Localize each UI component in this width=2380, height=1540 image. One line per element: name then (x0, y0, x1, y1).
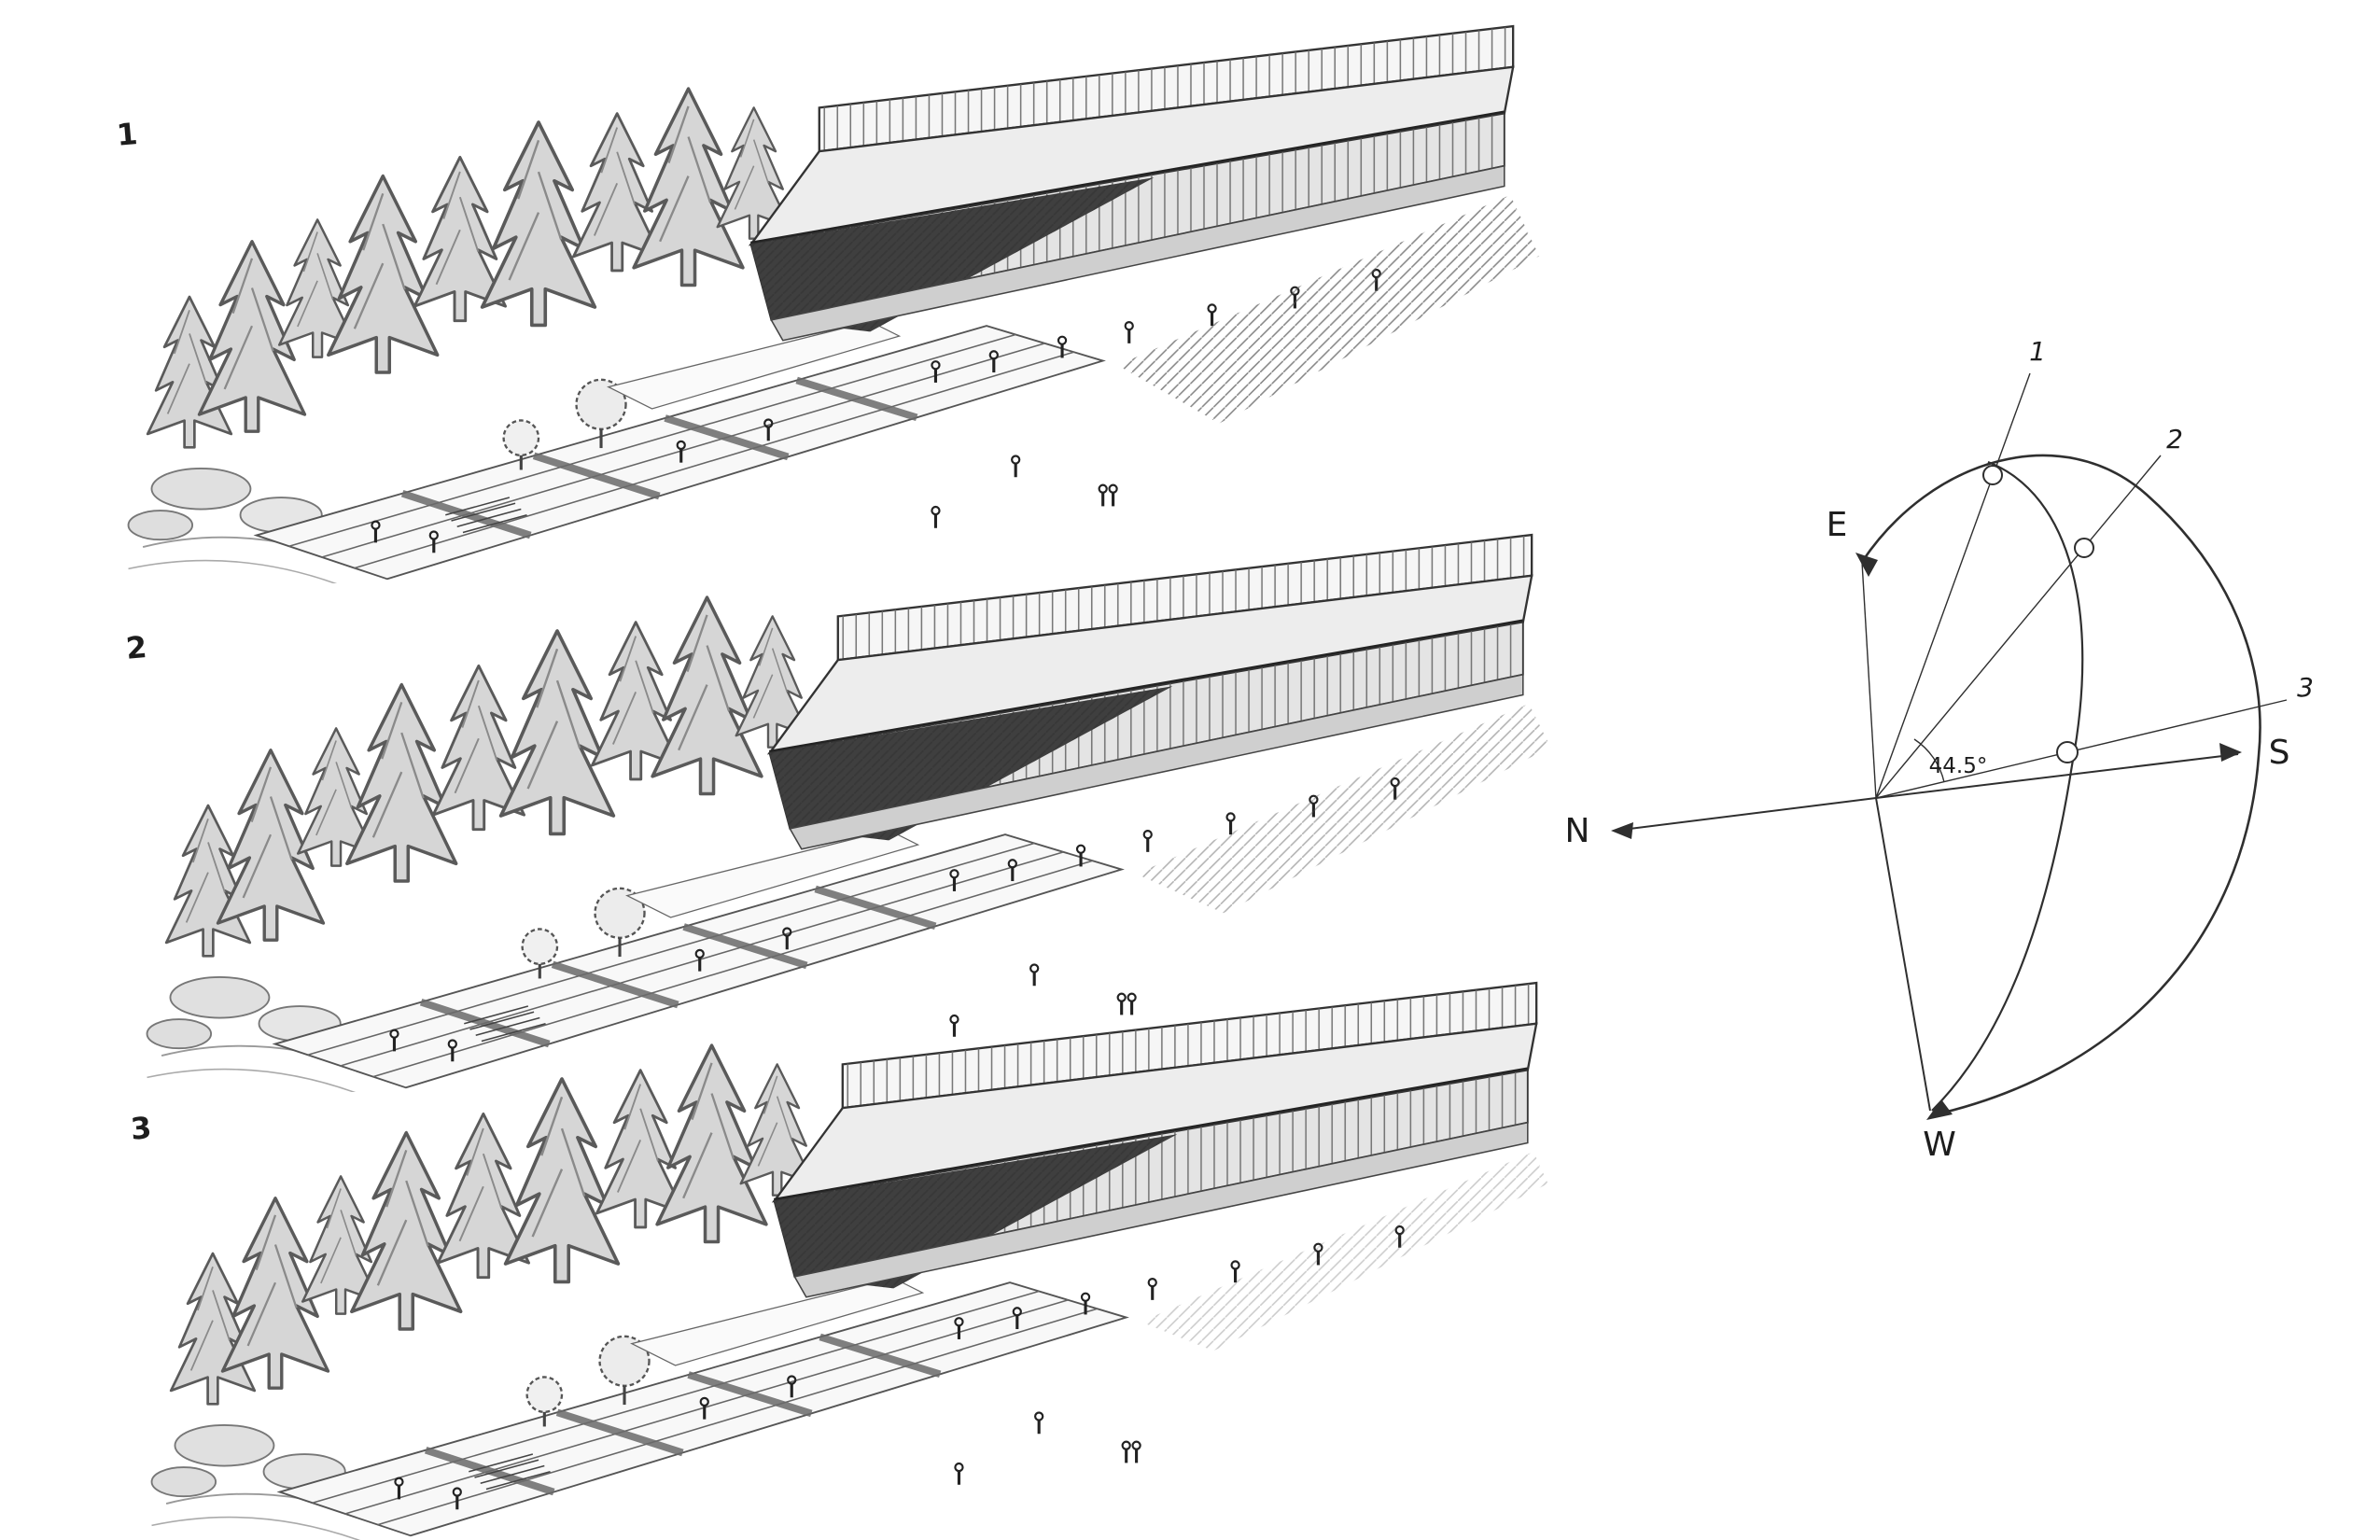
compass-south-label: S (2269, 734, 2290, 772)
sun-position-label-1: 1 (2029, 336, 2046, 367)
building-sketch-3 (107, 980, 1548, 1540)
sketch-panel-2: 2 (103, 532, 1559, 1092)
sun-line-2 (1875, 455, 2162, 799)
south-arrowhead (2219, 743, 2242, 762)
angle-arc (1913, 738, 1945, 783)
compass-east-label: E (1827, 506, 1848, 544)
sketch-panel-1: 1 (84, 23, 1540, 583)
sketch-number-label: 1 (115, 116, 139, 153)
north-line (1614, 797, 1877, 832)
west-arrowhead (1926, 1099, 1953, 1120)
south-line (1875, 753, 2239, 799)
outer-sun-arc (1860, 454, 2261, 1117)
sun-position-marker-2 (2074, 538, 2094, 558)
sun-path-svg: 44.5° N E S W 1 2 3 (1565, 336, 2314, 1164)
north-arrowhead (1611, 822, 1633, 839)
sun-path-diagram: 44.5° N E S W 1 2 3 (1540, 308, 2343, 1195)
building-sketch-2 (103, 532, 1551, 1092)
building-sketch-1 (84, 23, 1540, 583)
inner-sun-arc (1931, 460, 2084, 1112)
east-arrowhead (1855, 553, 1878, 577)
cast-shadow-1 (1117, 194, 1540, 424)
sketch-panel-3: 3 (107, 980, 1563, 1540)
angle-value-label: 44.5° (1929, 754, 1988, 778)
sketch-number-label: 2 (124, 629, 148, 666)
compass-north-label: N (1565, 812, 1590, 850)
sketch-number-label: 3 (129, 1110, 153, 1147)
east-line (1861, 561, 1877, 799)
sun-position-label-2: 2 (2166, 424, 2183, 455)
west-line (1875, 797, 1931, 1112)
sun-position-marker-3 (2056, 741, 2079, 763)
sun-position-marker-1 (1982, 465, 2003, 485)
sun-position-label-3: 3 (2297, 672, 2314, 703)
compass-west-label: W (1923, 1126, 1956, 1164)
cast-shadow-3 (1141, 1151, 1548, 1351)
cast-shadow-2 (1136, 703, 1551, 914)
sun-line-1 (1875, 372, 2031, 799)
